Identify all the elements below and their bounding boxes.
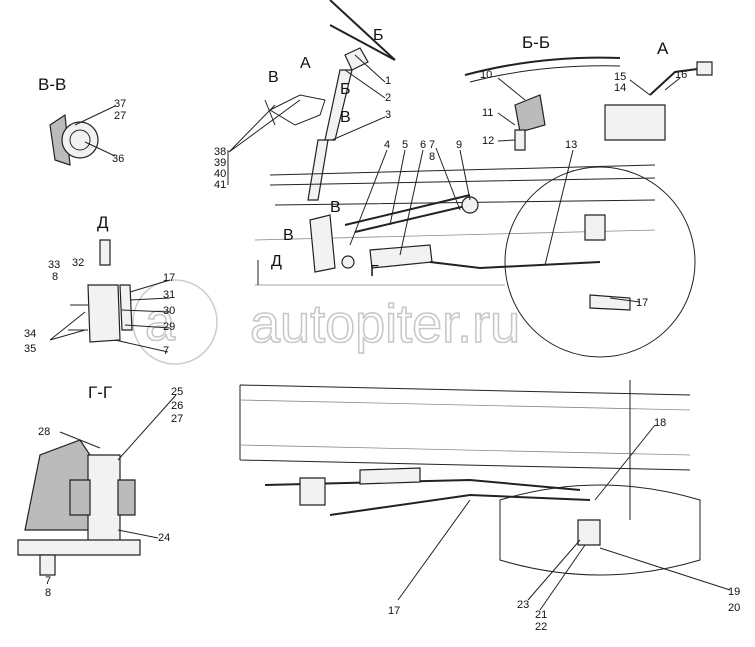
callout: 2 — [385, 92, 391, 104]
callout: 4 — [384, 139, 390, 151]
section-gg-drawing — [17, 439, 141, 576]
steering-column — [264, 0, 396, 201]
callout: 30 — [163, 305, 175, 317]
section-title-d: Д — [97, 213, 109, 232]
callout: 24 — [158, 532, 170, 544]
callout: 27 — [171, 413, 183, 425]
callout: 38 — [214, 146, 226, 158]
section-marker: В — [283, 227, 294, 244]
watermark-text: autopiter.ru — [250, 294, 520, 354]
callout: 31 — [163, 289, 175, 301]
section-marker: Б — [340, 81, 351, 98]
callout: 32 — [72, 257, 84, 269]
callouts: 1 2 3 38 39 40 41 4 5 6 7 8 9 13 10 11 1… — [24, 69, 740, 633]
leader-lines — [49, 54, 731, 611]
callout: 3 — [385, 109, 391, 121]
callout: 22 — [535, 621, 547, 633]
callout: 17 — [388, 605, 400, 617]
frame-lower — [239, 380, 701, 576]
section-title-vv: В-В — [38, 75, 66, 94]
callout: 8 — [45, 587, 51, 599]
callout: 26 — [171, 400, 183, 412]
callout: 29 — [163, 321, 175, 333]
callout: 37 — [114, 98, 126, 110]
callout: 40 — [214, 168, 226, 180]
callout: 8 — [429, 151, 435, 163]
section-title-gg: Г-Г — [88, 383, 112, 402]
callout: 41 — [214, 179, 226, 191]
section-marker: В — [330, 199, 341, 216]
callout: 33 — [48, 259, 60, 271]
section-marker: В — [340, 109, 351, 126]
callout: 16 — [675, 69, 687, 81]
callout: 27 — [114, 110, 126, 122]
section-bb-drawing — [464, 56, 621, 151]
callout: 21 — [535, 609, 547, 621]
callout: 20 — [728, 602, 740, 614]
section-marker: Б — [373, 27, 384, 44]
callout: 23 — [517, 599, 529, 611]
callout: 34 — [24, 328, 36, 340]
callout: 6 — [420, 139, 426, 151]
section-a-drawing — [604, 61, 713, 141]
callout: 7 — [45, 575, 51, 587]
callout: 17 — [636, 297, 648, 309]
callout: 7 — [429, 139, 435, 151]
callout: 28 — [38, 426, 50, 438]
section-title-bb: Б-Б — [522, 33, 550, 52]
watermark-logo-letter: a — [145, 292, 176, 352]
callout: 19 — [728, 586, 740, 598]
callout: 13 — [565, 139, 577, 151]
callout: 35 — [24, 343, 36, 355]
callout: 11 — [482, 107, 493, 119]
callout: 18 — [654, 417, 666, 429]
section-marker: А — [300, 55, 311, 72]
callout: 36 — [112, 153, 124, 165]
callout: 5 — [402, 139, 408, 151]
section-marker: Г — [370, 263, 379, 280]
frame-upper — [254, 164, 696, 358]
callout: 12 — [482, 135, 494, 147]
section-marker: Д — [271, 253, 282, 270]
callout: 25 — [171, 386, 183, 398]
watermark: a autopiter.ru — [132, 279, 521, 365]
section-vv-drawing — [49, 113, 99, 166]
callout: 9 — [456, 139, 462, 151]
callout: 1 — [385, 75, 391, 87]
callout: 15 — [614, 71, 626, 83]
callout: 39 — [214, 157, 226, 169]
section-title-a: А — [657, 39, 669, 58]
section-marker: В — [268, 69, 279, 86]
callout: 17 — [163, 272, 175, 284]
callout: 14 — [614, 82, 626, 94]
callout: 7 — [163, 345, 169, 357]
callout: 10 — [480, 69, 492, 81]
callout: 8 — [52, 271, 58, 283]
section-d-drawing — [68, 239, 133, 343]
